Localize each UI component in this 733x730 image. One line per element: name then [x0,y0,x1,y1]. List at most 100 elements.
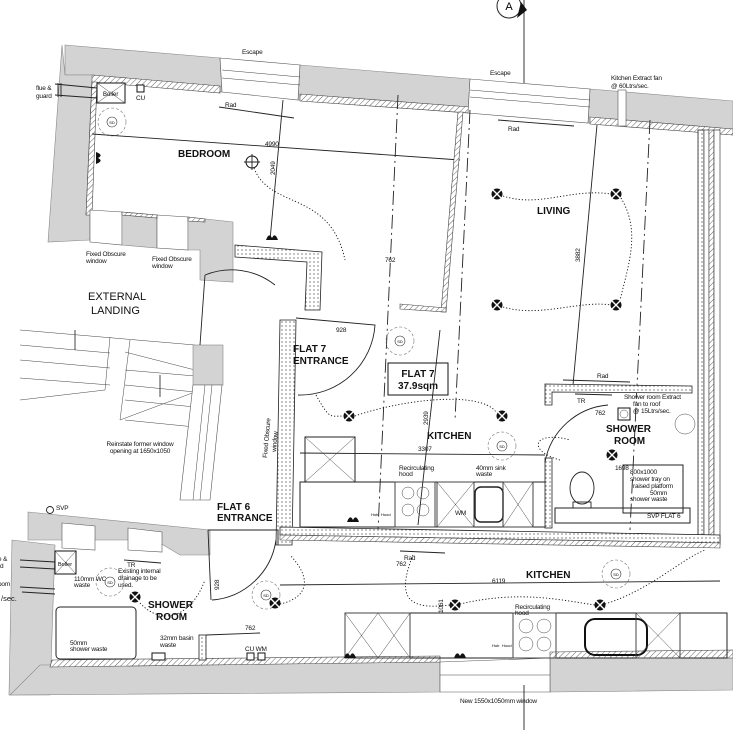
tray-note: 800x1000 [630,469,658,476]
dimension-line [91,133,461,161]
drainage-note: drainage to be [118,575,157,582]
svp-flat6-label: SVP FLAT 6 [647,513,681,520]
bedroom-width-dim: 4990 [265,141,279,148]
ceiling-light-icon [605,448,619,462]
external-landing-label: LANDING [91,305,140,317]
ceiling-light-icon [128,590,142,604]
shower-fan-note: fan to roof [633,401,660,408]
flat6-entrance-label: FLAT 6 [217,502,251,513]
door-swing [544,404,609,463]
flat6-entrance-label: ENTRANCE [217,513,273,524]
fixed-obscure-note: Fixed Obscure [86,251,126,258]
svp-label: SVP [56,505,68,512]
ceiling-light-icon [268,596,282,610]
fixed-obscure-note: Fixed Obscure [152,256,192,263]
kitchen7-depth-dim: 2939 [423,411,430,425]
flat7-entrance-label: FLAT 7 [293,344,327,355]
basin-waste-note: 32mm basin [160,635,194,642]
stairs [19,329,196,428]
door-swing [207,529,279,601]
ceiling-light-icon [490,298,504,312]
living-depth-dim: 3882 [575,248,582,262]
basin-icon [674,413,696,435]
tray-note: 50mm [650,490,667,497]
flat6-kitchen-units [344,612,728,659]
wall-pier [192,344,224,386]
reinstate-note: Reinstate former window [107,441,174,448]
shower-room-walls [544,383,693,529]
door-dim: 762 [595,410,606,417]
wc-waste-note: 110mm WC [74,576,107,583]
fixed-obscure-note: window [271,431,280,454]
consumer-unit-icon [136,84,145,93]
section-marker: A [496,0,527,83]
section-label: A [505,1,513,13]
new-window-note: New 1550x1050mm window [460,698,537,705]
flue-note: guard [36,93,52,100]
shower-waste-note: 50mm [70,640,87,647]
shower-tray [55,606,137,660]
rad-label: Rad [404,555,416,562]
partition-wall [440,111,464,313]
external-landing-label: EXTERNAL [88,291,146,303]
flue-note: flue & [36,85,52,92]
tr-label: TR [577,398,586,405]
shower-tray [622,464,684,514]
kitchen6-width-dim: 6119 [492,578,506,585]
kitchen-fan-note: Kitchen Extract fan [611,75,662,82]
wc-icon [569,471,595,509]
kitchen6-depth-dim: 1061 [438,599,445,613]
flat6-kitchen-label: KITCHEN [526,570,570,581]
hob-label: Hob [371,512,379,517]
top-wall [64,44,733,136]
shower-fan-note: @ 15Ltrs/sec. [633,408,671,415]
entrance-width-dim: 928 [214,579,221,590]
door-dim: 762 [396,561,407,568]
flat7-shower-label: SHOWER [606,424,652,435]
recirc-hood-note: hood [515,610,529,617]
hood-label: Hood [381,512,391,517]
ceiling-light-icon [593,598,607,612]
cut-note: rd [0,563,4,570]
cut-note: /sec. [1,594,17,603]
ceiling-light-icon [448,598,462,612]
escape-label: Escape [242,49,263,56]
flat6-shower-label: SHOWER [148,600,194,611]
ceiling-light-icon [609,187,623,201]
svg-text:FLAT 7: FLAT 7 [401,369,435,380]
kitchen-fan-note: @ 60Ltrs/sec. [611,83,649,90]
rad-label: Rad [597,373,609,380]
flat7-area-box: FLAT 7 37.9sqm [387,362,449,396]
tray-note: raised platform [633,483,673,490]
sink-waste-note: waste [475,471,493,478]
tray-note: shower tray on [630,476,670,483]
tr-label: TR [127,562,136,569]
bedroom-label: BEDROOM [178,149,230,160]
cut-note: e & [0,556,8,563]
entrance-wall [234,244,323,311]
sink-waste-note: 40mm sink [476,465,507,472]
svg-text:37.9sqm: 37.9sqm [398,381,438,392]
living-label: LIVING [537,206,571,217]
door-dim: 762 [385,257,396,264]
smoke-detector-icon [601,559,631,589]
bedroom-depth-dim: 2049 [270,161,277,175]
escape-label: Escape [490,70,511,77]
ceiling-point-icon [244,154,260,170]
bedroom-window-wall [89,209,234,283]
recirc-hood-note: hood [399,471,413,478]
recirc-hood-note: Recirculating [399,465,435,472]
ceiling-light-icon [495,409,509,423]
flat7-shower-label: ROOM [614,436,645,447]
ceiling-light-icon [609,298,623,312]
door-dim: 762 [245,625,256,632]
door-swing [199,269,276,346]
ceiling-light-icon [490,187,504,201]
flat7-kitchen-label: KITCHEN [427,431,471,442]
drainage-note: Existing internal [118,568,161,575]
smoke-detector-icon [385,326,415,356]
flat7-entrance-label: ENTRANCE [293,356,349,367]
svg-text:Boiler: Boiler [58,562,72,568]
right-wall [697,129,721,546]
recirc-hood-note: Recirculating [515,604,551,611]
